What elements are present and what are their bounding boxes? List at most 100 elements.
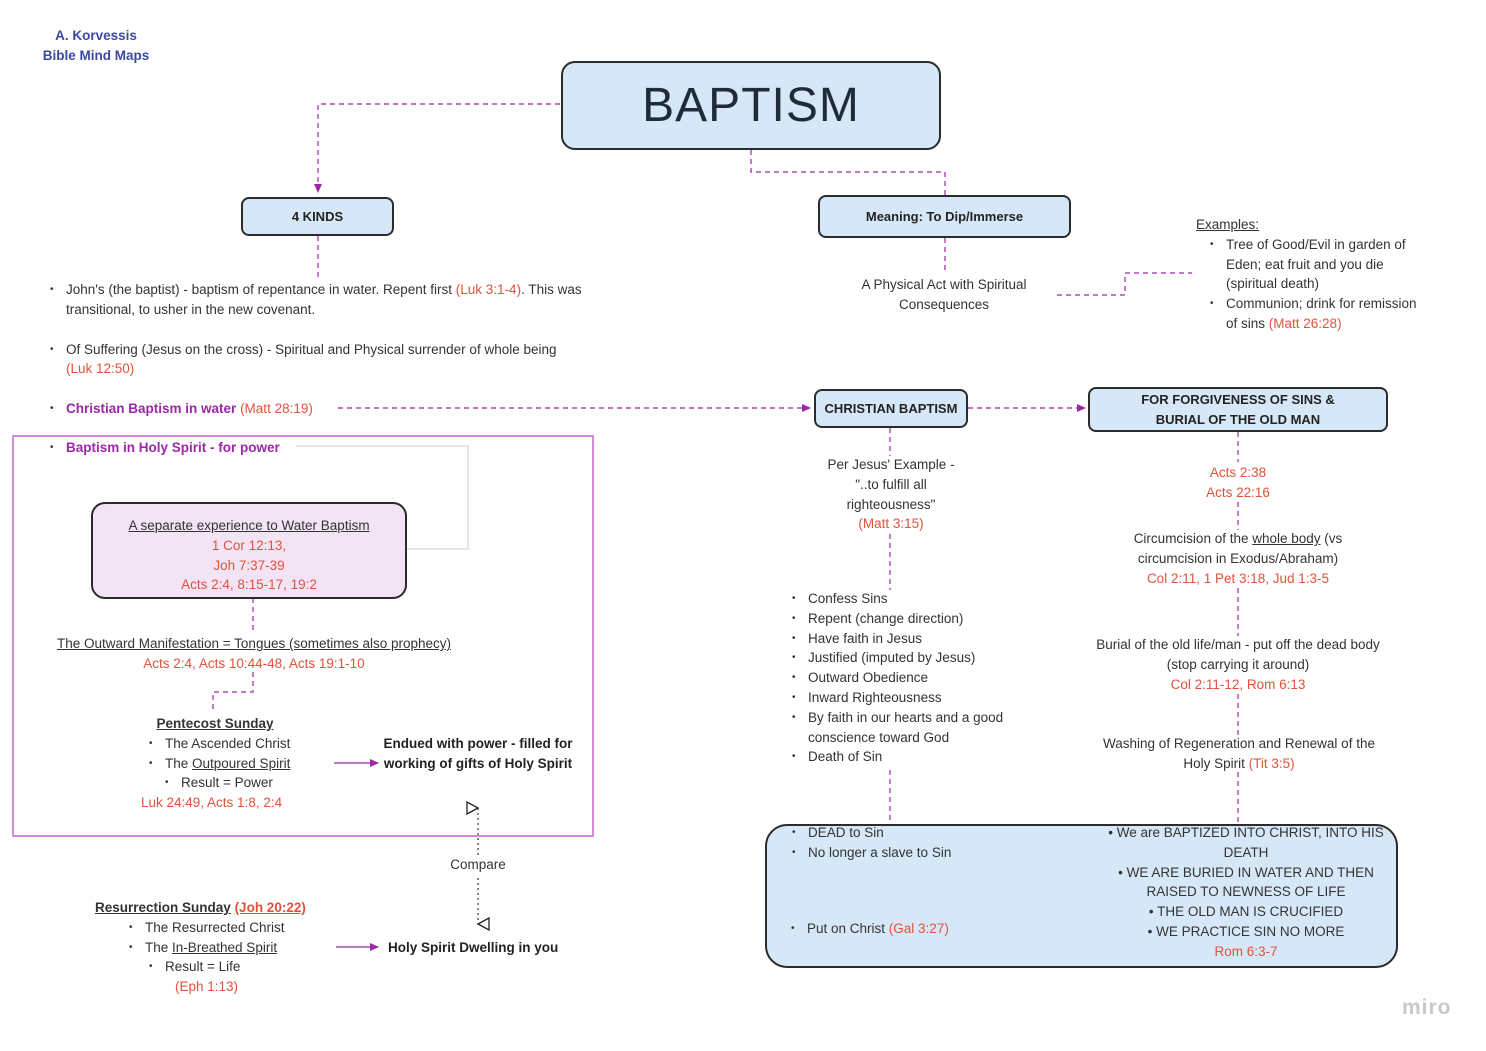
kind-holy-spirit-item: Baptism in Holy Spirit - for power [50, 438, 310, 458]
put-on-christ-item: Put on Christ (Gal 3:27) [791, 919, 991, 939]
bottom-right-item-1: • We are BAPTIZED INTO CHRIST, INTO HIS … [1108, 825, 1384, 860]
pentecost-result: Endued with power - filled for working o… [383, 736, 573, 771]
cb-item-6: Inward Righteousness [792, 688, 1007, 708]
kind-suffering-text: Of Suffering (Jesus on the cross) - Spir… [66, 341, 557, 357]
christian-baptism-label: CHRISTIAN BAPTISM [824, 401, 958, 416]
resurrection-title: Resurrection Sunday [95, 900, 231, 915]
cb-item-2: Repent (change direction) [792, 609, 1007, 629]
bottom-right-ref: Rom 6:3-7 [1214, 943, 1278, 959]
resurrection-result: Holy Spirit Dwelling in you [388, 940, 559, 955]
kind-suffering-ref: (Luk 12:50) [66, 361, 135, 377]
circ-ref: Col 2:11, 1 Pet 3:18, Jud 1:3-5 [1146, 570, 1330, 586]
bottom-left-item-2: No longer a slave to Sin [792, 843, 992, 863]
kind-christian-label: Christian Baptism in water [66, 401, 237, 417]
christian-baptism-list: Confess Sins Repent (change direction) H… [792, 589, 1007, 767]
burial-text: Burial of the old life/man - put off the… [1096, 637, 1380, 672]
pentecost-item-2-u: Outpoured Spirit [192, 755, 291, 771]
put-on-christ: Put on Christ (Gal 3:27) [791, 919, 991, 939]
outward-ref: Acts 2:4, Acts 10:44-48, Acts 19:1-10 [143, 655, 365, 671]
resurrection-item-2-pre: The [145, 939, 173, 955]
bottom-right-text-1: We are BAPTIZED INTO CHRIST, INTO HIS DE… [1116, 825, 1384, 860]
per-jesus-text: Per Jesus' Example - "..to fulfill all r… [827, 457, 955, 512]
meaning-label: Meaning: To Dip/Immerse [865, 209, 1024, 224]
outward-manifestation: The Outward Manifestation = Tongues (som… [30, 634, 478, 674]
resurrection-item-2-u: In-Breathed Spirit [172, 939, 278, 955]
example-2-text: Communion; drink for remission of sins [1226, 296, 1417, 331]
author-series: Bible Mind Maps [42, 48, 150, 63]
resurrection-block: Resurrection Sunday (Joh 20:22) The Resu… [95, 898, 335, 997]
put-on-ref: (Gal 3:27) [888, 921, 949, 936]
cb-item-7: By faith in our hearts and a good consci… [792, 708, 1007, 748]
meaning-sub: A Physical Act with Spiritual Consequenc… [861, 277, 1027, 312]
circ-underlined: whole body [1252, 531, 1321, 546]
put-on-text: Put on Christ [807, 921, 889, 936]
cb-item-8: Death of Sin [792, 747, 1007, 767]
forgiveness-ref-2: Acts 22:16 [1206, 484, 1270, 500]
pentecost-item-1: The Ascended Christ [149, 734, 335, 754]
forgiveness-ref-1: Acts 2:38 [1209, 465, 1267, 480]
meaning-node[interactable]: Meaning: To Dip/Immerse [818, 195, 1071, 238]
separate-title-text: A separate experience to Water Baptism [128, 518, 370, 533]
author-label: A. Korvessis Bible Mind Maps [30, 26, 162, 66]
bottom-right-item-4: • WE PRACTICE SIN NO MORE [1147, 923, 1345, 939]
pentecost-title: Pentecost Sunday [156, 716, 274, 731]
bottom-right-text-4: WE PRACTICE SIN NO MORE [1156, 923, 1345, 939]
miro-watermark: miro [1402, 996, 1452, 1019]
examples-block: Examples: Tree of Good/Evil in garden of… [1196, 215, 1426, 334]
circ-pre: Circumcision of the [1133, 531, 1253, 546]
forgiveness-node[interactable]: FOR FORGIVENESS OF SINS & BURIAL OF THE … [1088, 387, 1388, 432]
forgiveness-refs: Acts 2:38 Acts 22:16 [1188, 463, 1288, 503]
holy-spirit-frame [12, 435, 594, 837]
compare-label: Compare [438, 855, 518, 875]
kind-johns-text: John's (the baptist) - baptism of repent… [66, 282, 456, 297]
bottom-right-text-3: THE OLD MAN IS CRUCIFIED [1157, 904, 1344, 920]
kind-johns-text2: . This was transitional, to usher in the… [66, 282, 582, 317]
resurrection-item-2: The In-Breathed Spirit [129, 938, 335, 958]
resurrection-item-3: Result = Life [149, 957, 335, 977]
kind-suffering: Of Suffering (Jesus on the cross) - Spir… [50, 340, 590, 380]
cb-item-4: Justified (imputed by Jesus) [792, 648, 1007, 668]
washing-block: Washing of Regeneration and Renewal of t… [1100, 734, 1378, 774]
separate-experience-node[interactable]: A separate experience to Water Baptism 1… [91, 502, 407, 599]
kind-holy-spirit: Baptism in Holy Spirit - for power [50, 438, 310, 458]
kind-johns-ref: (Luk 3:1-4) [455, 282, 522, 297]
cb-item-3: Have faith in Jesus [792, 629, 1007, 649]
christian-baptism-node[interactable]: CHRISTIAN BAPTISM [814, 389, 968, 428]
washing-text: Washing of Regeneration and Renewal of t… [1103, 736, 1375, 771]
resurrection-item-1: The Resurrected Christ [129, 918, 335, 938]
pentecost-block: Pentecost Sunday The Ascended Christ The… [135, 714, 335, 813]
four-kinds-node[interactable]: 4 KINDS [241, 197, 394, 236]
separate-title: A separate experience to Water Baptism [93, 516, 405, 536]
separate-ref-2: Joh 7:37-39 [213, 557, 285, 573]
cb-item-1: Confess Sins [792, 589, 1007, 609]
bottom-right-item-3: • THE OLD MAN IS CRUCIFIED [1148, 904, 1344, 920]
examples-title: Examples: [1196, 217, 1260, 232]
forgiveness-label: FOR FORGIVENESS OF SINS & BURIAL OF THE … [1141, 391, 1335, 427]
burial-ref: Col 2:11-12, Rom 6:13 [1170, 676, 1306, 692]
pentecost-item-2-pre: The [165, 755, 193, 771]
per-jesus-ref: (Matt 3:15) [858, 516, 924, 532]
circ-post: (vs circumcision in Exodus/Abraham) [1137, 531, 1343, 566]
example-2: Communion; drink for remission of sins (… [1210, 294, 1426, 334]
cb-item-5: Outward Obedience [792, 668, 1007, 688]
bottom-left-list: DEAD to Sin No longer a slave to Sin [792, 823, 992, 863]
author-name: A. Korvessis [55, 28, 137, 43]
washing-ref: (Tit 3:5) [1248, 755, 1295, 771]
resurrection-ref: (Eph 1:13) [175, 979, 239, 995]
bottom-right-list: • We are BAPTIZED INTO CHRIST, INTO HIS … [1108, 823, 1384, 962]
title-node[interactable]: BAPTISM [561, 61, 941, 150]
kind-christian-ref: (Matt 28:19) [240, 401, 313, 417]
kinds-list: John's (the baptist) - baptism of repent… [50, 280, 590, 419]
circumcision-block: Circumcision of the whole body (vs circu… [1113, 529, 1363, 588]
pentecost-ref: Luk 24:49, Acts 1:8, 2:4 [141, 795, 283, 811]
example-1: Tree of Good/Evil in garden of Eden; eat… [1210, 235, 1426, 294]
four-kinds-label: 4 KINDS [291, 209, 344, 224]
pentecost-item-3: Result = Power [165, 773, 335, 793]
pentecost-item-2: The Outpoured Spirit [149, 754, 335, 774]
bottom-right-item-2: • WE ARE BURIED IN WATER AND THEN RAISED… [1118, 864, 1374, 900]
separate-ref-1: 1 Cor 12:13, [211, 537, 287, 553]
kind-johns: John's (the baptist) - baptism of repent… [50, 280, 590, 320]
burial-block: Burial of the old life/man - put off the… [1093, 635, 1383, 694]
separate-ref-3: Acts 2:4, 8:15-17, 19:2 [181, 577, 317, 593]
resurrection-title-ref: (Joh 20:22) [234, 900, 306, 915]
